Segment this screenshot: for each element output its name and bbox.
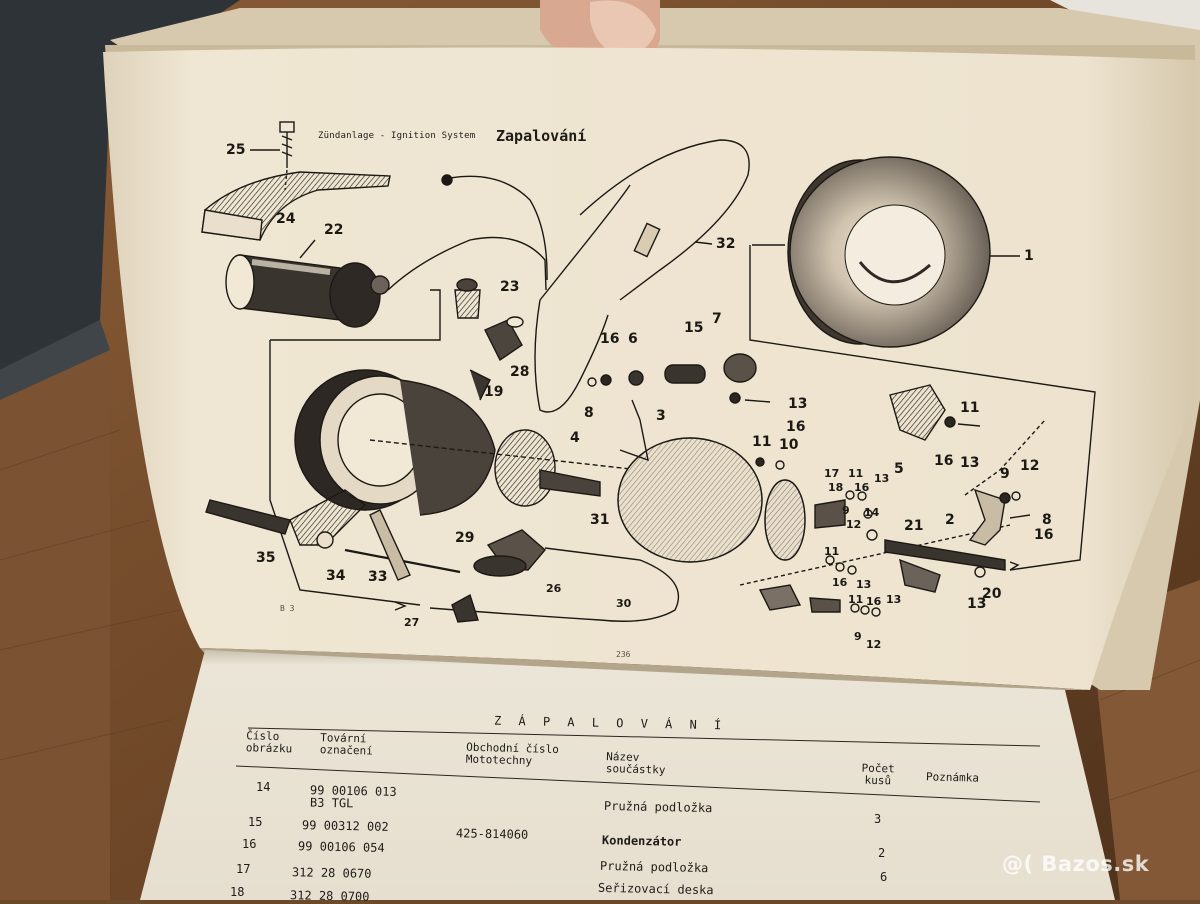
callout-16-a: 16 xyxy=(600,331,620,347)
column-header-trade: Obchodní číslo Mototechny xyxy=(465,740,560,768)
callout-29: 29 xyxy=(455,530,475,546)
page-number: 236 xyxy=(616,650,631,659)
callout-9-a: 13 xyxy=(788,396,808,412)
callout-19: 19 xyxy=(484,384,504,400)
row-14-number: 14 xyxy=(256,780,271,794)
callout-14-b: 9 xyxy=(1000,466,1010,482)
callout-34: 34 xyxy=(326,568,346,584)
diagram-header-small: Zündanlage - Ignition System xyxy=(318,131,476,141)
callout-1: 1 xyxy=(1024,248,1034,264)
row-17-name: Pružná podložka xyxy=(599,858,709,876)
callout-7: 7 xyxy=(712,311,722,327)
callout-24: 24 xyxy=(276,211,296,227)
column-header-qty: Počet kusů xyxy=(861,761,895,788)
row-14-factory-note: B3 TGL xyxy=(309,795,354,811)
callout-12-c: 12 xyxy=(866,638,882,651)
watermark-text: Bazos.sk xyxy=(1041,852,1150,876)
callout-16-c: 16 xyxy=(934,453,954,469)
row-14-qty: 3 xyxy=(874,812,882,826)
callout-16-e: 16 xyxy=(1034,527,1054,543)
callout-11-c: 11 xyxy=(848,467,864,480)
callout-26: 26 xyxy=(546,582,562,595)
callout-16-d: 16 xyxy=(854,481,870,494)
callout-11-d: 11 xyxy=(824,545,840,558)
row-18-factory: 312 28 0700 xyxy=(289,888,370,904)
callout-14-c: 9 xyxy=(854,630,862,643)
row-14-name: Pružná podložka xyxy=(603,798,713,816)
callout-6: 6 xyxy=(628,331,638,347)
callout-3: 3 xyxy=(656,408,666,424)
callout-8-a: 8 xyxy=(584,405,594,421)
callout-9-c: 13 xyxy=(874,472,890,485)
column-header-note: Poznámka xyxy=(925,770,980,785)
watermark-logo: @( Bazos.sk xyxy=(1002,852,1149,876)
callout-10: 10 xyxy=(779,437,799,453)
callout-16-b: 16 xyxy=(786,419,806,435)
callout-9-e: 13 xyxy=(886,593,902,606)
callout-12-b: 12 xyxy=(1020,458,1040,474)
callout-27: 27 xyxy=(404,616,420,629)
callout-35: 35 xyxy=(256,550,276,566)
callout-5: 5 xyxy=(894,461,904,477)
callout-25: 25 xyxy=(226,142,246,158)
row-15-factory: 99 00312 002 xyxy=(301,818,389,834)
callout-2: 2 xyxy=(945,512,955,528)
row-15-trade: 425-814060 xyxy=(455,826,529,842)
callout-32: 32 xyxy=(716,236,736,252)
callout-16-f: 16 xyxy=(832,576,848,589)
column-header-factory: Tovární označení xyxy=(319,731,374,758)
callout-28: 28 xyxy=(510,364,530,380)
callout-20: 20 xyxy=(982,586,1002,602)
corner-mark: B 3 xyxy=(280,604,295,613)
callout-15: 15 xyxy=(684,320,704,336)
callout-11-a: 11 xyxy=(752,434,772,450)
callout-11-b: 11 xyxy=(960,400,980,416)
callout-16-g: 16 xyxy=(866,595,882,608)
callout-30: 30 xyxy=(616,597,632,610)
callout-12-a: 12 xyxy=(846,518,862,531)
row-16-number: 16 xyxy=(242,837,257,851)
callout-8-b: 8 xyxy=(1042,512,1052,528)
row-16-qty: 2 xyxy=(878,846,886,860)
row-17-factory: 312 28 0670 xyxy=(291,865,372,881)
callout-31: 31 xyxy=(590,512,610,528)
watermark-at-icon: @( xyxy=(1002,852,1034,876)
row-18-number: 18 xyxy=(230,885,245,899)
column-header-name: Název součástky xyxy=(605,750,666,777)
callout-9-f: 13 xyxy=(967,596,987,612)
callout-9-d: 13 xyxy=(856,578,872,591)
callout-33: 33 xyxy=(368,569,388,585)
callout-11-e: 11 xyxy=(848,593,864,606)
row-17-number: 17 xyxy=(236,862,251,876)
callout-14-a: 9 xyxy=(842,504,850,517)
callout-13: 14 xyxy=(864,506,880,519)
row-16-factory: 99 00106 054 xyxy=(297,839,385,855)
row-17-qty: 6 xyxy=(880,870,888,884)
column-header-number: Číslo obrázku xyxy=(245,729,293,756)
diagram-header-title: Zapalování xyxy=(496,127,587,145)
row-15-name: Kondenzátor xyxy=(601,833,682,849)
callout-4: 4 xyxy=(570,430,580,446)
callout-9-b: 13 xyxy=(960,455,980,471)
callout-23: 23 xyxy=(500,279,520,295)
row-18-name: Seřizovací deska xyxy=(597,880,714,898)
row-15-number: 15 xyxy=(248,815,263,829)
callout-22: 22 xyxy=(324,222,344,238)
callout-18: 18 xyxy=(828,481,844,494)
callout-17: 17 xyxy=(824,467,840,480)
callout-21: 21 xyxy=(904,518,924,534)
